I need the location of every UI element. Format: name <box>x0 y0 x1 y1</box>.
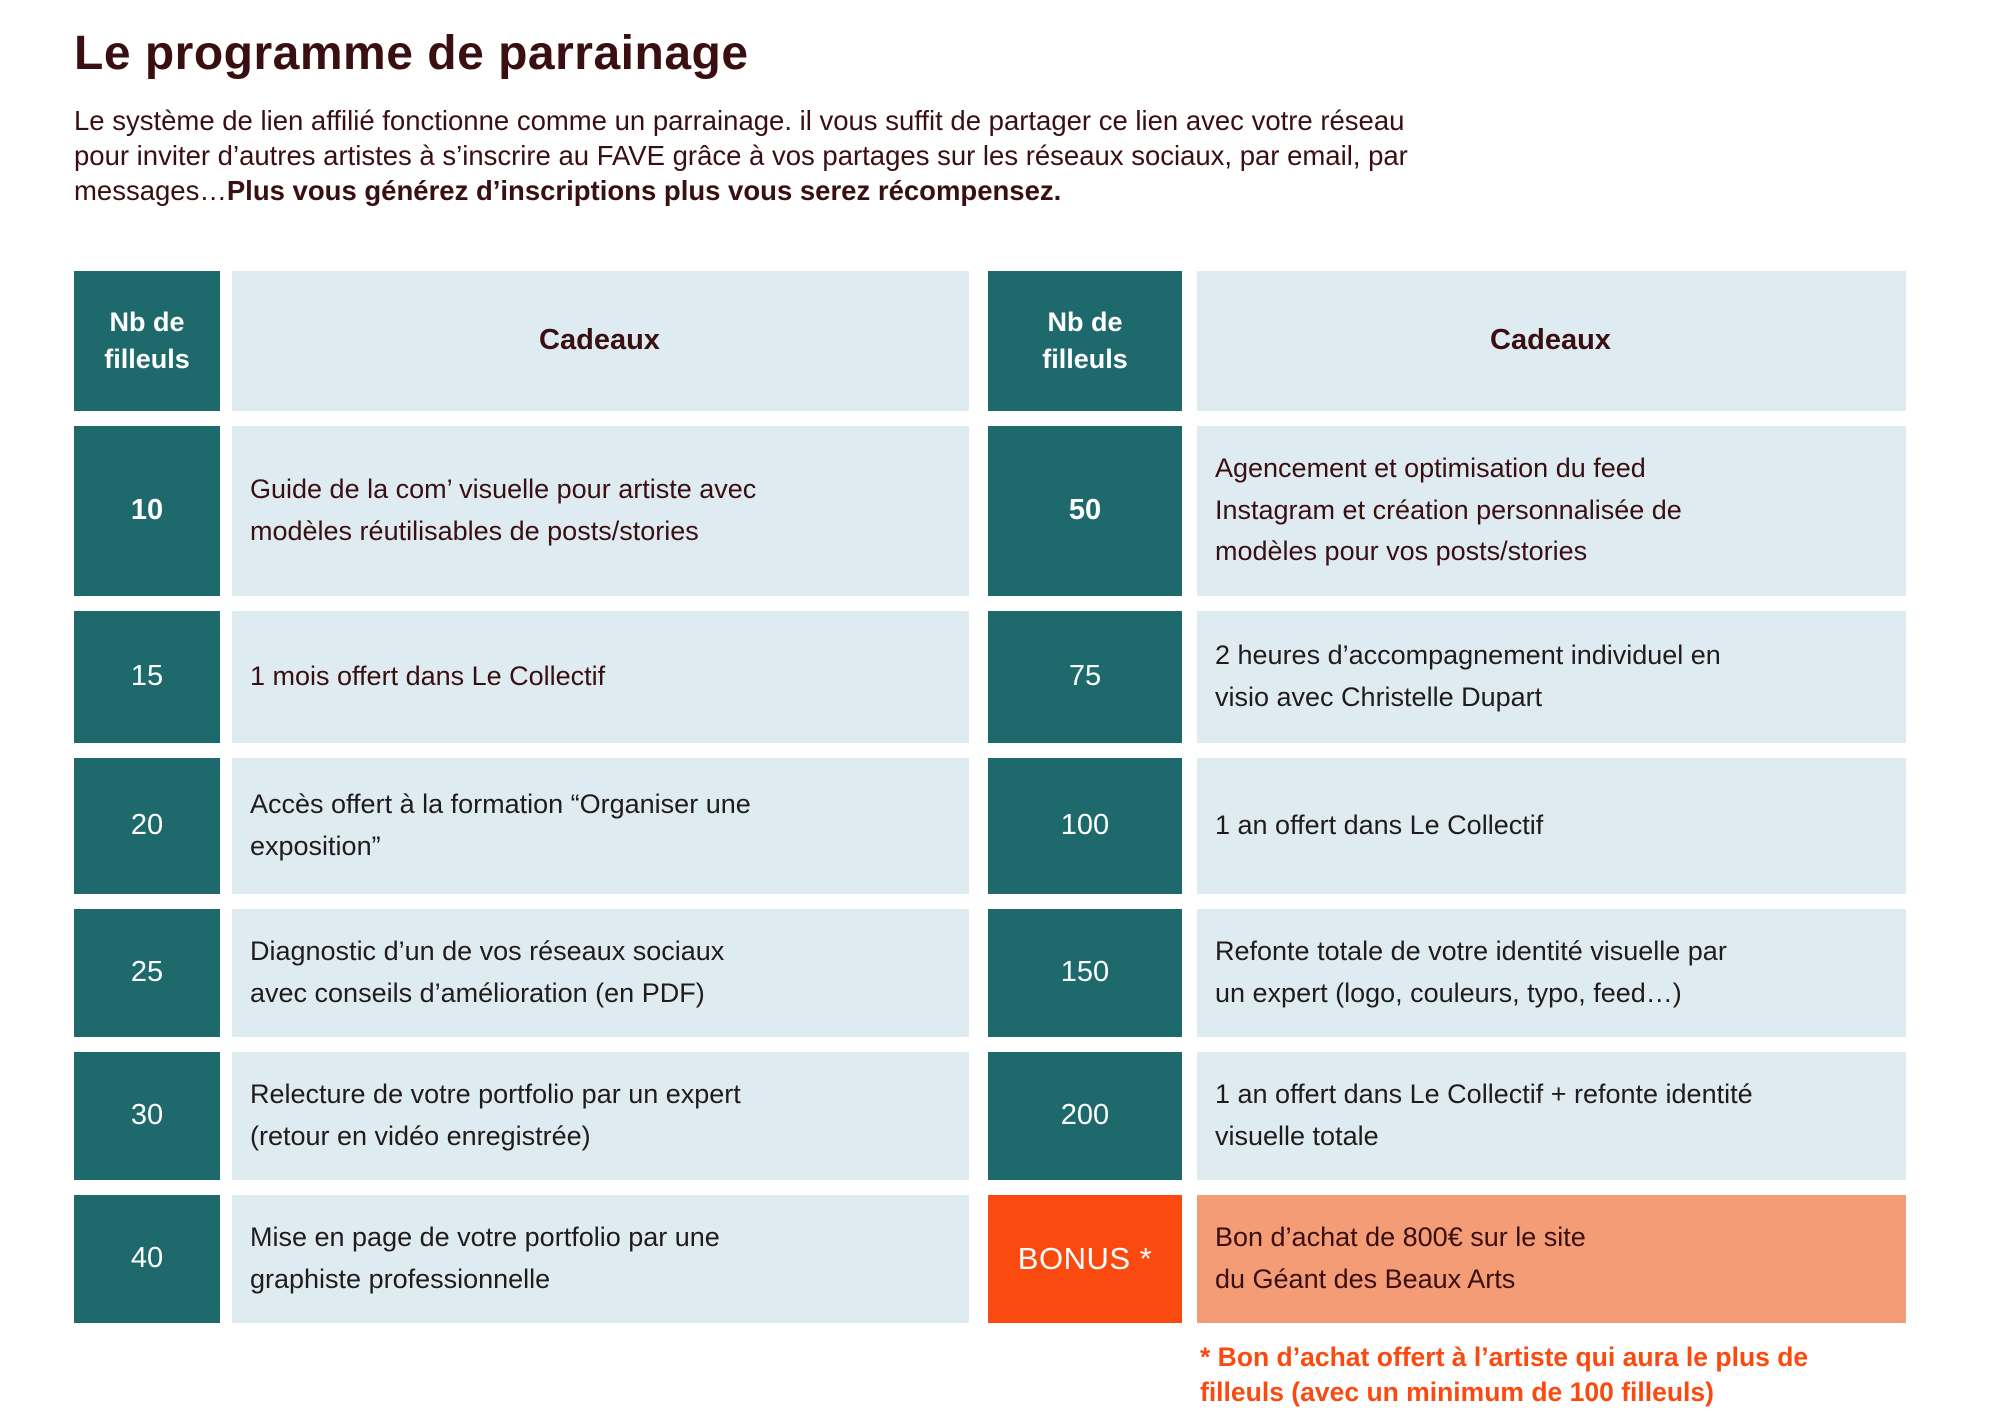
gift-cell: Relecture de votre portfolio par un expe… <box>232 1051 969 1180</box>
gift-cell: Refonte totale de votre identité visuell… <box>1197 908 1906 1037</box>
header-cadeaux: Cadeaux <box>232 270 969 411</box>
gift-cell: Diagnostic d’un de vos réseaux sociaux a… <box>232 908 969 1037</box>
header-cadeaux: Cadeaux <box>1197 270 1906 411</box>
gift-cell: 1 an offert dans Le Collectif + refonte … <box>1197 1051 1906 1180</box>
intro-paragraph: Le système de lien affilié fonctionne co… <box>74 103 1906 209</box>
reward-table-left: Nb de filleuls Cadeaux 10 Guide de la co… <box>74 270 969 1323</box>
gift-cell: Guide de la com’ visuelle pour artiste a… <box>232 425 969 596</box>
intro-bold-text: Plus vous générez d’inscriptions plus vo… <box>226 175 1062 207</box>
page-title: Le programme de parrainage <box>74 27 749 80</box>
count-cell: 25 <box>74 908 220 1037</box>
count-cell: 40 <box>74 1194 220 1323</box>
gift-cell: 1 mois offert dans Le Collectif <box>232 610 969 743</box>
header-nb-filleuls: Nb de filleuls <box>988 270 1182 411</box>
bonus-label-cell: BONUS * <box>988 1194 1182 1323</box>
count-cell: 75 <box>988 610 1182 743</box>
count-cell: 150 <box>988 908 1182 1037</box>
intro-text: Le système de lien affilié fonctionne co… <box>74 105 1408 207</box>
gift-cell: 1 an offert dans Le Collectif <box>1197 757 1906 894</box>
count-cell: 15 <box>74 610 220 743</box>
count-cell: 10 <box>74 425 220 596</box>
gift-cell: Accès offert à la formation “Organiser u… <box>232 757 969 894</box>
count-cell: 100 <box>988 757 1182 894</box>
reward-tables: Nb de filleuls Cadeaux 10 Guide de la co… <box>74 270 1906 1410</box>
header-nb-filleuls: Nb de filleuls <box>74 270 220 411</box>
referral-program-page: Le programme de parrainage Le système de… <box>74 0 1906 1410</box>
gift-cell: Mise en page de votre portfolio par une … <box>232 1194 969 1323</box>
bonus-footnote: * Bon d’achat offert à l’artiste qui aur… <box>1200 1341 1809 1407</box>
count-cell: 20 <box>74 757 220 894</box>
reward-table-right: Nb de filleuls Cadeaux 50 Agencement et … <box>988 270 1906 1410</box>
count-cell: 50 <box>988 425 1182 596</box>
count-cell: 30 <box>74 1051 220 1180</box>
gift-cell: 2 heures d’accompagnement individuel en … <box>1197 610 1906 743</box>
gift-cell: Agencement et optimisation du feed Insta… <box>1197 425 1906 596</box>
bonus-gift-cell: Bon d’achat de 800€ sur le site du Géant… <box>1197 1194 1906 1323</box>
count-cell: 200 <box>988 1051 1182 1180</box>
